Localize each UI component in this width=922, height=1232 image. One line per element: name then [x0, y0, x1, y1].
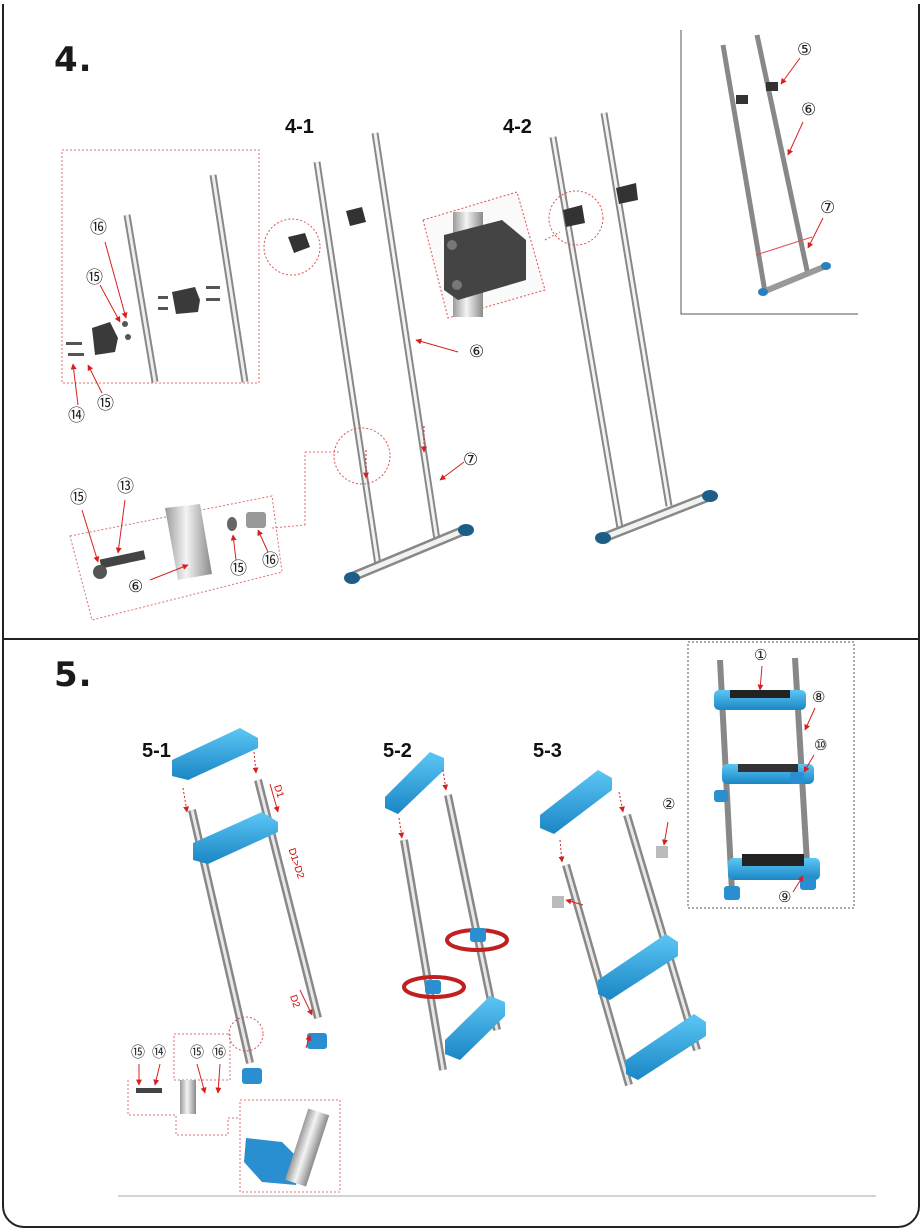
step5-panel [2, 638, 920, 1228]
detail-box-brackets [61, 149, 260, 384]
callout-7: ⑦ [820, 198, 836, 218]
step5-1-label: 5-1 [142, 740, 171, 762]
callout-14: ⑭ [152, 1045, 166, 1061]
step4-number: 4. [54, 40, 93, 80]
step4-2-label: 4-2 [503, 116, 532, 138]
step4-1-label: 4-1 [285, 116, 314, 138]
assembly-4-2 [548, 112, 718, 544]
callout-15: ⑮ [190, 1045, 204, 1061]
callout-14: ⑭ [68, 406, 85, 426]
overview-5 [687, 641, 855, 909]
callout-15: ⑮ [70, 488, 87, 508]
detail-box-bolt [69, 451, 340, 621]
callout-16: ⑯ [90, 218, 107, 238]
callout-15: ⑮ [86, 268, 103, 288]
callout-15: ⑮ [97, 394, 114, 414]
callout-7: ⑦ [463, 450, 479, 470]
assembly-5-2 [385, 752, 509, 1071]
callout-2: ② [662, 795, 676, 813]
step5-number: 5. [54, 655, 93, 695]
step5-2-label: 5-2 [383, 740, 412, 762]
assembly-5-1 [127, 728, 341, 1193]
callout-16: ⑯ [212, 1045, 226, 1061]
callout-6: ⑥ [469, 342, 485, 362]
callout-15: ⑮ [230, 559, 247, 579]
overview-4 [680, 30, 858, 315]
callout-6: ⑥ [801, 100, 817, 120]
callout-16: ⑯ [262, 551, 279, 571]
callout-1: ① [754, 646, 768, 664]
callout-15: ⑮ [131, 1045, 145, 1061]
callout-9: ⑨ [778, 888, 792, 906]
callout-8: ⑧ [812, 688, 826, 706]
callout-10: ⑩ [814, 736, 828, 754]
callout-5: ⑤ [797, 40, 813, 60]
callout-6: ⑥ [128, 577, 144, 597]
assembly-4-1 [263, 132, 474, 584]
bracket-zoom [422, 191, 561, 319]
callout-13: ⑬ [117, 477, 134, 497]
detail-box-brackets-tubes [66, 174, 249, 406]
assembly-5-3 [540, 770, 706, 1087]
step5-3-label: 5-3 [533, 740, 562, 762]
